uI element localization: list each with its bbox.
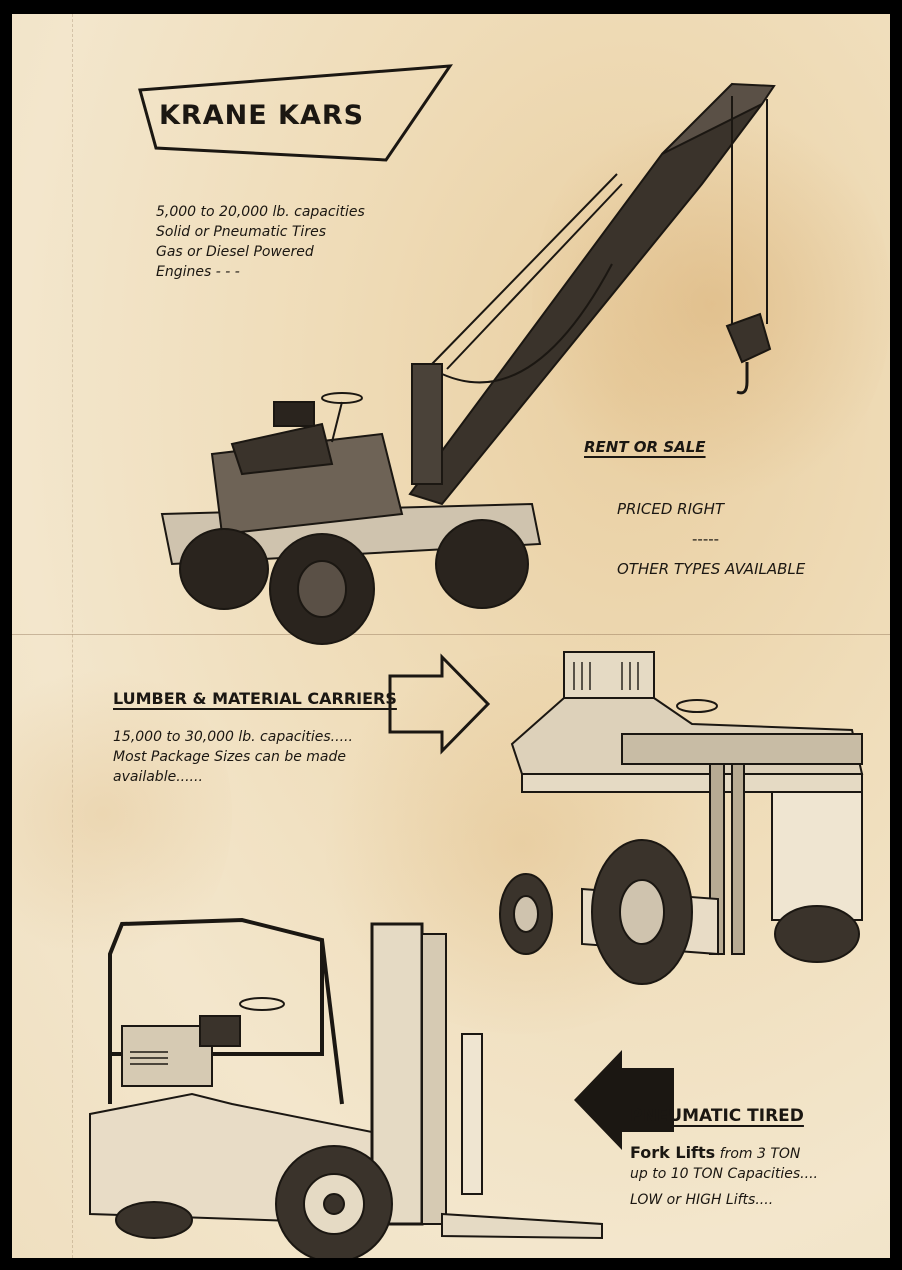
krane-kars-banner xyxy=(138,64,453,162)
flyer-page: KRANE KARS 5,000 to 20,000 lb. capacitie… xyxy=(12,14,890,1258)
arrow-left-icon xyxy=(574,1050,674,1150)
forklift-line-3: LOW or HIGH Lifts.... xyxy=(630,1192,774,1208)
fold-line xyxy=(72,14,73,1258)
lumber-spec-2: Most Package Sizes can be made xyxy=(113,749,346,765)
lumber-spec-1: 15,000 to 30,000 lb. capacities..... xyxy=(113,729,353,745)
krane-kars-title: KRANE KARS xyxy=(159,100,365,131)
forklift-illustration xyxy=(89,917,603,1258)
arrow-right-icon xyxy=(388,653,491,755)
lumber-carrier-illustration xyxy=(499,651,864,985)
lumber-spec-3: available...... xyxy=(113,769,203,785)
crane-illustration xyxy=(160,82,776,645)
forklift-label: Fork Lifts xyxy=(630,1143,716,1162)
offer-divider: ----- xyxy=(692,530,720,548)
krane-spec-1: 5,000 to 20,000 lb. capacities xyxy=(156,204,365,220)
forklift-line-1: Fork Lifts from 3 TON xyxy=(630,1143,800,1162)
rent-or-sale: RENT OR SALE xyxy=(584,438,706,456)
krane-spec-2: Solid or Pneumatic Tires xyxy=(156,224,326,240)
fold-line xyxy=(12,634,890,635)
pneumatic-title: PNEUMATIC TIRED xyxy=(630,1106,804,1126)
priced-right: PRICED RIGHT xyxy=(617,500,725,518)
lumber-title: LUMBER & MATERIAL CARRIERS xyxy=(113,689,397,708)
other-types: OTHER TYPES AVAILABLE xyxy=(617,560,806,578)
krane-spec-3: Gas or Diesel Powered xyxy=(156,244,314,260)
forklift-line-2: up to 10 TON Capacities.... xyxy=(630,1166,818,1182)
forklift-from: from 3 TON xyxy=(719,1146,801,1162)
krane-spec-4: Engines - - - xyxy=(156,264,240,280)
